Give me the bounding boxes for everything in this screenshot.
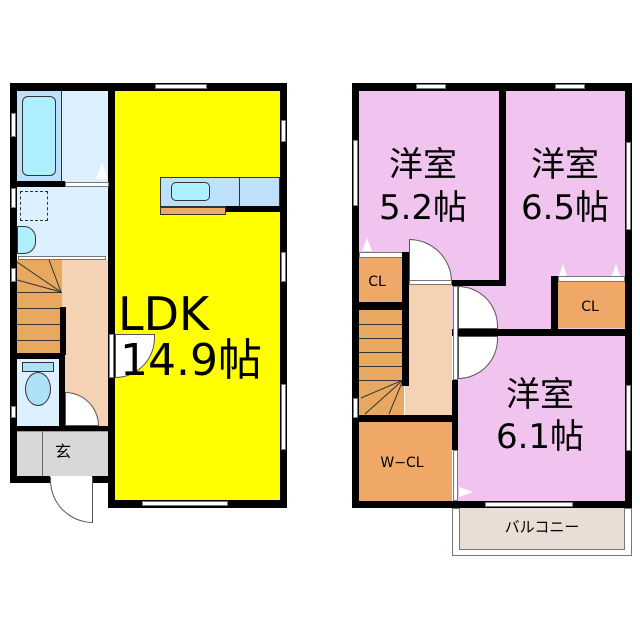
washbasin-icon — [17, 226, 36, 254]
washroom-door-opening — [18, 256, 106, 260]
room-5-2-name: 洋室 — [389, 145, 457, 185]
room-6-5-name: 洋室 — [531, 145, 599, 185]
closet-b-marker-2 — [612, 264, 620, 276]
ldk-window-top — [155, 84, 207, 89]
bath-door-marker — [96, 163, 108, 179]
floor1-wall-top — [10, 83, 287, 91]
closet-b[interactable] — [558, 282, 625, 328]
wcl-top-wall — [352, 415, 458, 422]
room-6-1-top-wall — [452, 329, 632, 336]
closet-a[interactable] — [359, 258, 403, 302]
room-6-1-window-right — [626, 385, 631, 451]
ldk-door-opening — [109, 334, 114, 378]
room-6-5-window-right — [626, 142, 631, 230]
balcony-floor — [459, 508, 625, 550]
ldk-window-bottom — [142, 501, 228, 506]
ldk-room — [115, 91, 280, 500]
toilet-wall-right — [59, 359, 65, 426]
ldk-left-wall — [108, 83, 115, 508]
toilet-bowl-icon — [25, 372, 51, 406]
room-5-2-bottom-wall — [452, 280, 506, 286]
floor1-wall-bottom-left — [10, 426, 110, 433]
room-5-2-door-opening — [409, 280, 452, 285]
entrance-door[interactable] — [50, 477, 93, 523]
closet-b-label: CL — [581, 299, 599, 315]
toilet-wall-top — [17, 353, 65, 359]
entrance-wall-left — [10, 426, 17, 483]
closet-a-label: CL — [368, 274, 386, 290]
entrance-label: 玄 — [54, 442, 71, 461]
closet-a-right-wall — [402, 252, 409, 310]
balcony-label: バルコニー — [504, 518, 580, 536]
toilet-window — [11, 406, 16, 418]
kitchen-wall — [226, 206, 280, 212]
closet-b-door — [558, 276, 625, 282]
ldk-window-right3 — [281, 384, 286, 450]
stair-2f-window — [353, 398, 358, 418]
walkin-closet-label: W−CL — [380, 455, 424, 471]
stair-wall-2f — [402, 303, 409, 386]
room-5-2-right-wall — [499, 83, 506, 286]
floor2-wall-left — [352, 83, 359, 508]
entrance — [17, 431, 108, 476]
ldk-window-right1 — [281, 120, 286, 142]
room-6-5-window-top — [555, 84, 585, 89]
closet-b-marker-1 — [559, 264, 567, 276]
room-5-2-window-top — [416, 84, 446, 89]
bath-wall-bottom — [17, 181, 65, 187]
closet-a-marker — [362, 238, 372, 251]
stair-wall — [60, 307, 66, 355]
hallway-door-opening — [453, 286, 458, 380]
closet-b-left-wall — [551, 276, 558, 331]
floor1-wall-left2 — [10, 175, 17, 433]
ldk-label: LDK — [118, 287, 210, 341]
room-6-1-size: 6.1帖 — [495, 417, 585, 457]
bath-door-opening — [65, 182, 109, 187]
room-5-2-window-left — [353, 140, 358, 206]
floor2-wall-right — [625, 83, 632, 508]
kitchen-sink — [171, 182, 210, 201]
washing-machine-icon — [20, 191, 48, 221]
walkin-closet[interactable] — [359, 422, 452, 501]
closet-a-wall — [359, 302, 409, 310]
entrance-wall-bottom — [10, 476, 50, 483]
room-6-1-side-opening — [453, 450, 458, 501]
staircase — [17, 260, 62, 355]
kitchen-bar — [160, 207, 226, 215]
room-6-1-name: 洋室 — [506, 375, 574, 415]
closet-a-door — [359, 252, 403, 258]
balcony-door-window — [485, 502, 573, 507]
washroom-window — [11, 188, 16, 208]
room-6-5-size: 6.5帖 — [520, 188, 610, 228]
bath-window — [11, 113, 16, 137]
kitchen-counter-divider — [239, 177, 240, 207]
bathtub-icon — [22, 96, 56, 176]
hallway-2f — [405, 285, 452, 415]
room-6-1-door-marker — [459, 487, 473, 497]
entrance-step-divider — [42, 431, 43, 476]
staircase-2f — [359, 310, 404, 415]
floor2-wall-top — [352, 83, 632, 91]
stair-window — [11, 268, 16, 282]
room-5-2-size: 5.2帖 — [378, 188, 468, 228]
ldk-size: 14.9帖 — [120, 335, 262, 386]
toilet-tank-icon — [22, 362, 54, 372]
ldk-window-right2 — [281, 252, 286, 282]
floor1-wall-right — [280, 83, 287, 508]
entrance-wall-bottom2 — [92, 476, 112, 483]
